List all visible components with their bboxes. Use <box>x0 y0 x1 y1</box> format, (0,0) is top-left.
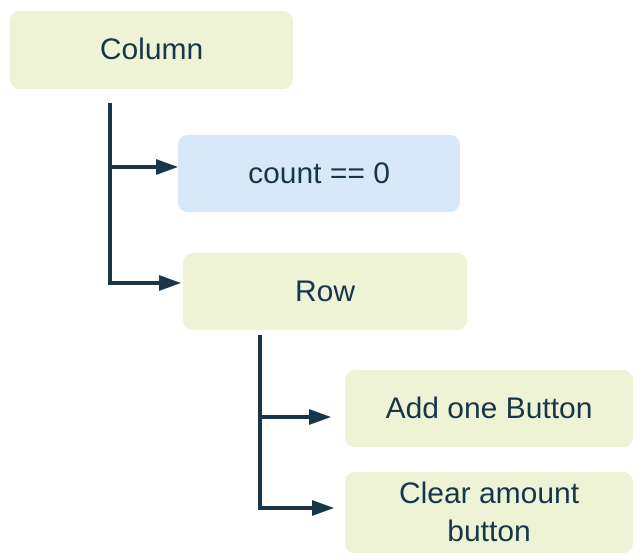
arrowhead-to-count-condition <box>156 159 178 175</box>
arrowhead-to-clear-amount-button <box>312 500 334 516</box>
arrowhead-to-add-one-button <box>309 409 331 425</box>
column-branch-line <box>108 103 160 285</box>
node-clear-amount-button: Clear amount button <box>345 472 633 553</box>
node-column: Column <box>10 11 293 89</box>
node-add-one-button: Add one Button <box>345 370 633 447</box>
row-branch-line <box>258 335 313 510</box>
node-row: Row <box>183 253 467 330</box>
node-count-condition: count == 0 <box>178 135 460 212</box>
arrowhead-to-row <box>159 275 181 291</box>
